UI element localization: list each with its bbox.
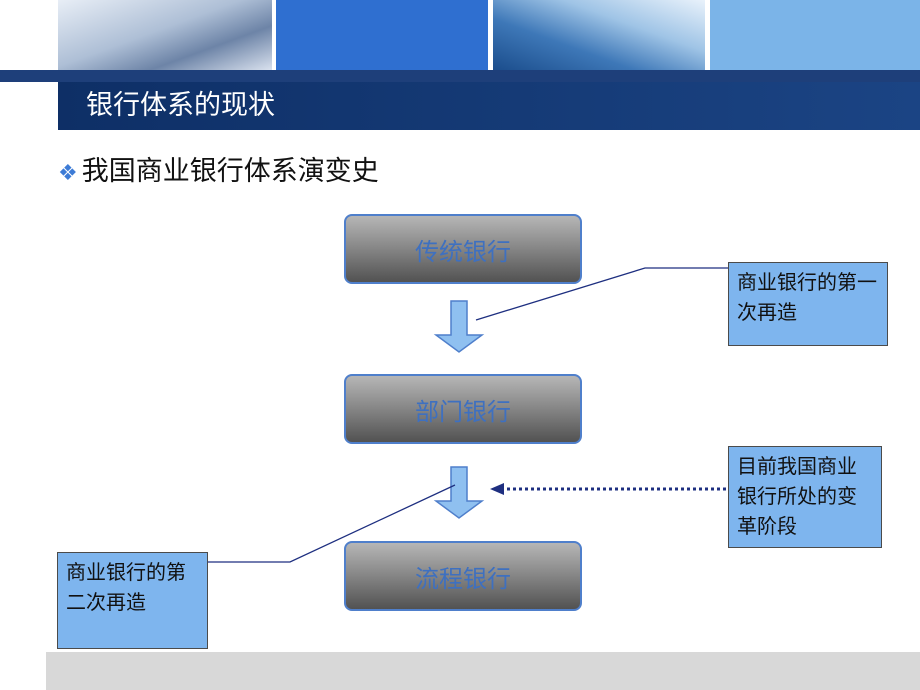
header-banner — [0, 0, 920, 70]
note-second-reform: 商业银行的第二次再造 — [57, 552, 208, 649]
banner-block-light — [710, 0, 920, 70]
flow-box-process-bank: 流程银行 — [344, 541, 582, 611]
leader-line-first-reform — [475, 267, 728, 321]
diamond-cluster-icon: ❖ — [58, 161, 78, 186]
header-strip — [0, 70, 920, 82]
note-first-reform: 商业银行的第一次再造 — [728, 262, 888, 346]
slide-title: 银行体系的现状 — [86, 90, 275, 121]
flow-box-department-bank: 部门银行 — [344, 374, 582, 444]
down-arrow-2 — [433, 466, 485, 519]
leader-line-second-reform — [208, 484, 456, 563]
banner-photo-hands — [58, 0, 272, 70]
banner-block-blue — [276, 0, 488, 70]
dotted-arrow-head — [490, 483, 504, 495]
note-current-stage: 目前我国商业银行所处的变革阶段 — [728, 446, 882, 548]
title-bar — [58, 82, 920, 130]
flow-box-traditional-bank: 传统银行 — [344, 214, 582, 284]
slide-subtitle: 我国商业银行体系演变史 — [81, 156, 379, 187]
subtitle-line: ❖我国商业银行体系演变史 — [58, 152, 379, 194]
footer-band — [46, 652, 920, 690]
down-arrow-1 — [433, 300, 485, 353]
banner-photo-buildings — [493, 0, 705, 70]
